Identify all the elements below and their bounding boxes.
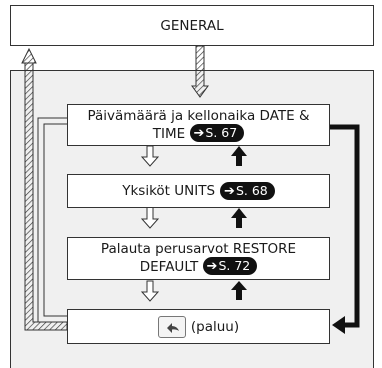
arrow-right-icon: ➔ (206, 259, 218, 274)
back-label: (paluu) (190, 318, 240, 335)
menu-item-label: TIME (152, 126, 186, 142)
menu-item-label: DEFAULT (139, 259, 199, 275)
item-connector-line (37, 117, 67, 322)
page-ref-badge: ➔S. 68 (220, 182, 275, 200)
general-label: GENERAL (160, 17, 224, 34)
thick-loop-arrowhead (332, 316, 345, 334)
thick-loop-line (330, 124, 360, 328)
menu-item-label: Päivämäärä ja kellonaika DATE & (87, 108, 310, 124)
arrow-right-icon: ➔ (193, 126, 205, 141)
menu-item-units[interactable]: Yksiköt UNITS ➔S. 68 (67, 174, 330, 208)
page-ref-badge: ➔S. 72 (202, 257, 258, 275)
menu-item-label: Yksiköt UNITS (122, 183, 216, 199)
hollow-down-arrow (140, 206, 160, 229)
back-box[interactable]: (paluu) (67, 309, 330, 344)
page-ref-label: S. 67 (205, 125, 238, 140)
solid-up-arrow (231, 146, 247, 166)
hatched-down-arrow (191, 45, 209, 98)
page-ref-label: S. 72 (218, 258, 251, 273)
return-arrow-icon (166, 322, 179, 333)
hollow-down-arrow (140, 145, 160, 167)
menu-item-date-time[interactable]: Päivämäärä ja kellonaika DATE & TIME ➔S.… (67, 104, 330, 146)
general-box: GENERAL (10, 5, 374, 46)
page-ref-badge: ➔S. 67 (189, 124, 245, 142)
arrow-right-icon: ➔ (224, 184, 235, 199)
solid-up-arrow (231, 281, 247, 300)
back-key (157, 315, 186, 338)
menu-item-restore-default[interactable]: Palauta perusarvot RESTORE DEFAULT ➔S. 7… (67, 237, 330, 280)
item-connector-line (43, 123, 67, 317)
menu-item-label: Palauta perusarvot RESTORE (100, 241, 297, 257)
solid-up-arrow (231, 208, 247, 228)
hollow-down-arrow (140, 280, 160, 302)
hatched-return-path (24, 62, 68, 331)
page-ref-label: S. 68 (235, 183, 268, 198)
hatched-return-arrowhead (21, 47, 37, 64)
